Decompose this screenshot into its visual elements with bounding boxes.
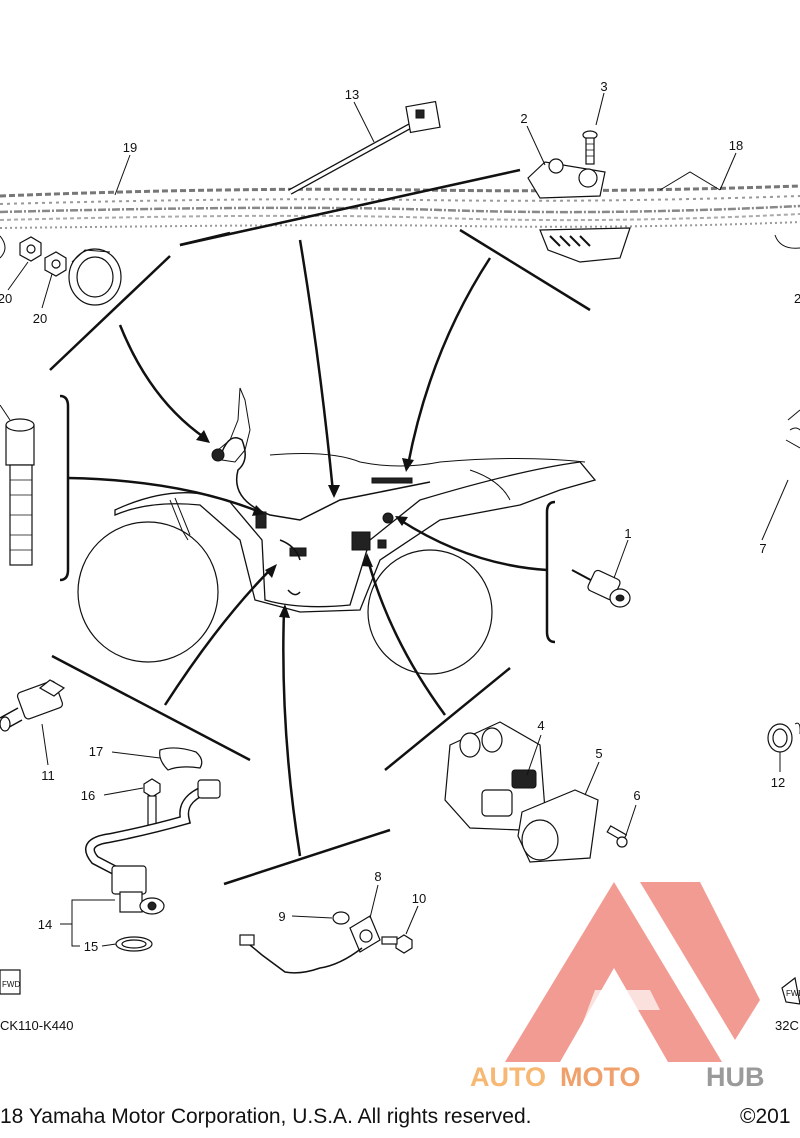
part-3-bolt: [582, 130, 598, 165]
svg-text:AUTO: AUTO: [470, 1062, 546, 1092]
callout-labels: 13 3 2 19 18 20 20 2 1 7 17 16 11 14 15 …: [0, 79, 800, 954]
watermark-text: AUTO MOTO HUB: [470, 1062, 765, 1092]
callout-7: 7: [759, 541, 766, 556]
part-2-bracket: [527, 158, 631, 263]
center-wiring: [211, 437, 431, 596]
part-4-throttle-body: [444, 721, 546, 831]
diagram-code-right: 32C: [775, 1018, 799, 1033]
bike-silhouette: [77, 387, 597, 675]
callout-17: 17: [89, 744, 103, 759]
callout-frames: [49, 168, 591, 886]
part-10-bolt: [381, 934, 413, 954]
callout-3: 3: [600, 79, 607, 94]
part-1-sensor: [571, 569, 631, 608]
callout-11: 11: [41, 768, 55, 783]
callout-4: 4: [537, 718, 544, 733]
part-6-screw: [606, 825, 628, 848]
callout-20a: 20: [0, 291, 12, 306]
callout-8: 8: [374, 869, 381, 884]
callout-leaders: [7, 92, 789, 947]
callout-2: 2: [520, 111, 527, 126]
part-14-sensor: [85, 779, 221, 952]
wire-harness: [0, 171, 800, 229]
part-16-bolt: [143, 778, 161, 829]
watermark-logo: [505, 882, 760, 1062]
callout-9: 9: [278, 909, 285, 924]
callout-10: 10: [412, 891, 426, 906]
callout-15: 15: [84, 939, 98, 954]
leader-arrows: [67, 239, 548, 857]
svg-text:HUB: HUB: [706, 1062, 765, 1092]
callout-14: 14: [38, 917, 52, 932]
part-13-cable: [288, 100, 441, 195]
callout-18: 18: [729, 138, 743, 153]
callout-2-right: 2: [794, 291, 800, 306]
copyright-right: ©201: [740, 1105, 791, 1128]
callout-19: 19: [123, 140, 137, 155]
svg-text:MOTO: MOTO: [560, 1062, 641, 1092]
callout-20b: 20: [33, 311, 47, 326]
part-11-sensor: [0, 679, 66, 732]
left-coil: [0, 404, 35, 566]
part-8-sensor: [239, 915, 381, 974]
copyright-text: 18 Yamaha Motor Corporation, U.S.A. All …: [0, 1105, 531, 1128]
part-17-clip: [159, 747, 203, 771]
callout-1: 1: [624, 526, 631, 541]
callout-5: 5: [595, 746, 602, 761]
callout-13: 13: [345, 87, 359, 102]
fwd-mark-left: FWD: [0, 969, 21, 995]
svg-text:FWD: FWD: [786, 989, 800, 998]
part-9-oring: [332, 911, 350, 925]
callout-6: 6: [633, 788, 640, 803]
callout-16: 16: [81, 788, 95, 803]
diagram-code-left: CK110-K440: [0, 1018, 73, 1033]
callout-12: 12: [771, 775, 785, 790]
right-edge-parts: [767, 234, 800, 1005]
fwd-mark-right: FWD: [786, 989, 800, 998]
part-5-cover: [517, 789, 599, 863]
part-20-reflector: [0, 235, 122, 306]
svg-text:FWD: FWD: [2, 980, 20, 989]
